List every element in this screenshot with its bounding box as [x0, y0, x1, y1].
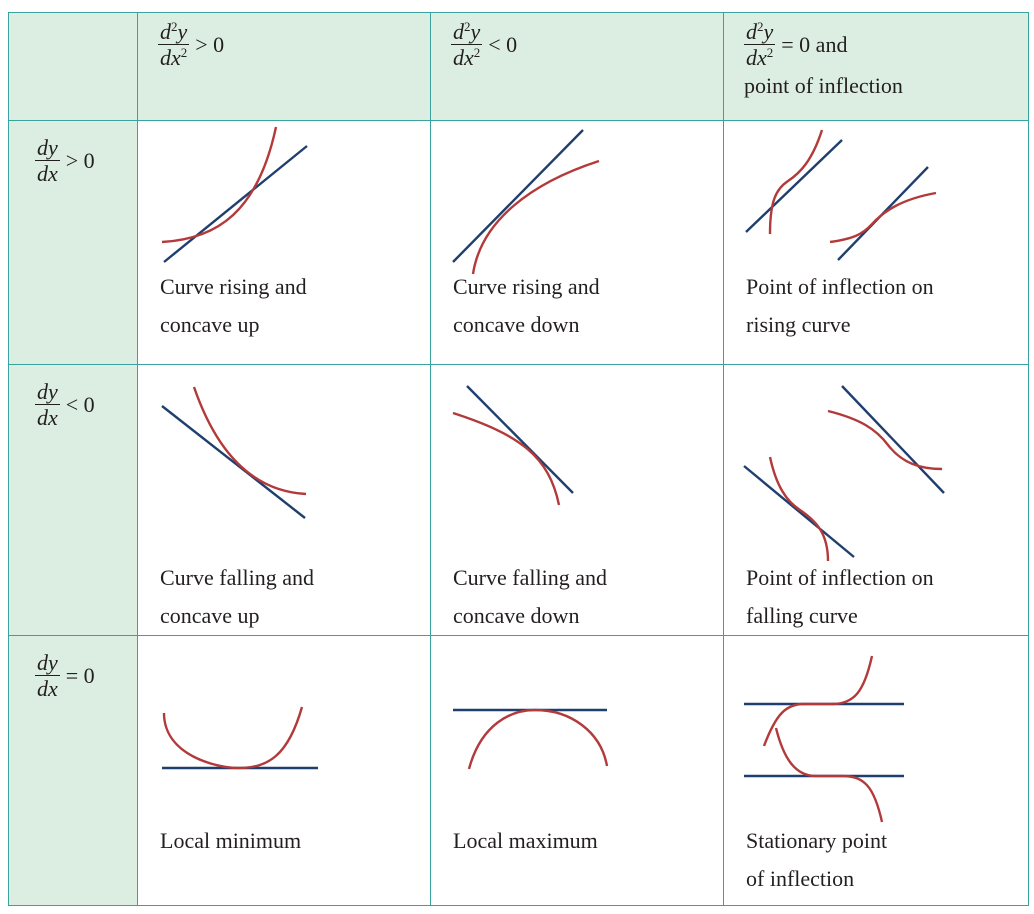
falling-concave-up-sketch — [161, 386, 307, 519]
curve — [768, 129, 824, 235]
relation-text: < 0 — [488, 31, 518, 57]
curve — [827, 409, 943, 471]
local-maximum-sketch — [453, 708, 609, 770]
tangent-line — [743, 465, 855, 558]
rising-concave-up-sketch — [161, 126, 308, 263]
stationary-inflection-sketch — [744, 655, 904, 823]
local-minimum-sketch — [162, 706, 318, 770]
tangent-line — [841, 385, 945, 494]
curve — [774, 727, 884, 823]
cell-local-maximum: Local maximum — [430, 635, 724, 906]
caption: Local maximum — [453, 828, 598, 853]
caption: Local minimum — [160, 828, 302, 853]
relation-text: = 0 and — [781, 31, 848, 57]
cell-local-minimum: Local minimum — [137, 635, 431, 906]
rising-concave-down-sketch — [452, 129, 600, 275]
curve — [762, 655, 874, 747]
second-derivative-fraction: d2y dx2 — [451, 19, 483, 71]
header-second-derivative-zero: d2y dx2 = 0 and point of inflection — [723, 12, 1029, 121]
falling-concave-down-sketch — [452, 385, 574, 506]
tangent-line — [161, 405, 306, 519]
header-second-derivative-positive: d2y dx2 > 0 — [137, 12, 431, 121]
second-derivative-fraction: d2y dx2 — [744, 19, 776, 71]
header-line2: point of inflection — [744, 72, 903, 98]
curve — [162, 706, 304, 770]
tangent-line — [163, 145, 308, 263]
tangent-line — [452, 129, 584, 263]
curve — [471, 159, 600, 275]
inflection-falling-sketch — [743, 385, 945, 562]
header-second-derivative-negative: d2y dx2 < 0 — [430, 12, 724, 121]
curve — [829, 191, 937, 244]
curve — [192, 386, 307, 496]
curve — [161, 126, 278, 244]
second-derivative-fraction: d2y dx2 — [158, 19, 190, 71]
tangent-line — [745, 139, 843, 233]
inflection-rising-sketch — [745, 129, 937, 261]
corner-cell — [8, 12, 138, 121]
curve — [467, 708, 609, 770]
tangent-line — [466, 385, 574, 494]
curve — [452, 411, 561, 506]
relation-text: > 0 — [195, 31, 225, 57]
curve — [768, 456, 830, 562]
